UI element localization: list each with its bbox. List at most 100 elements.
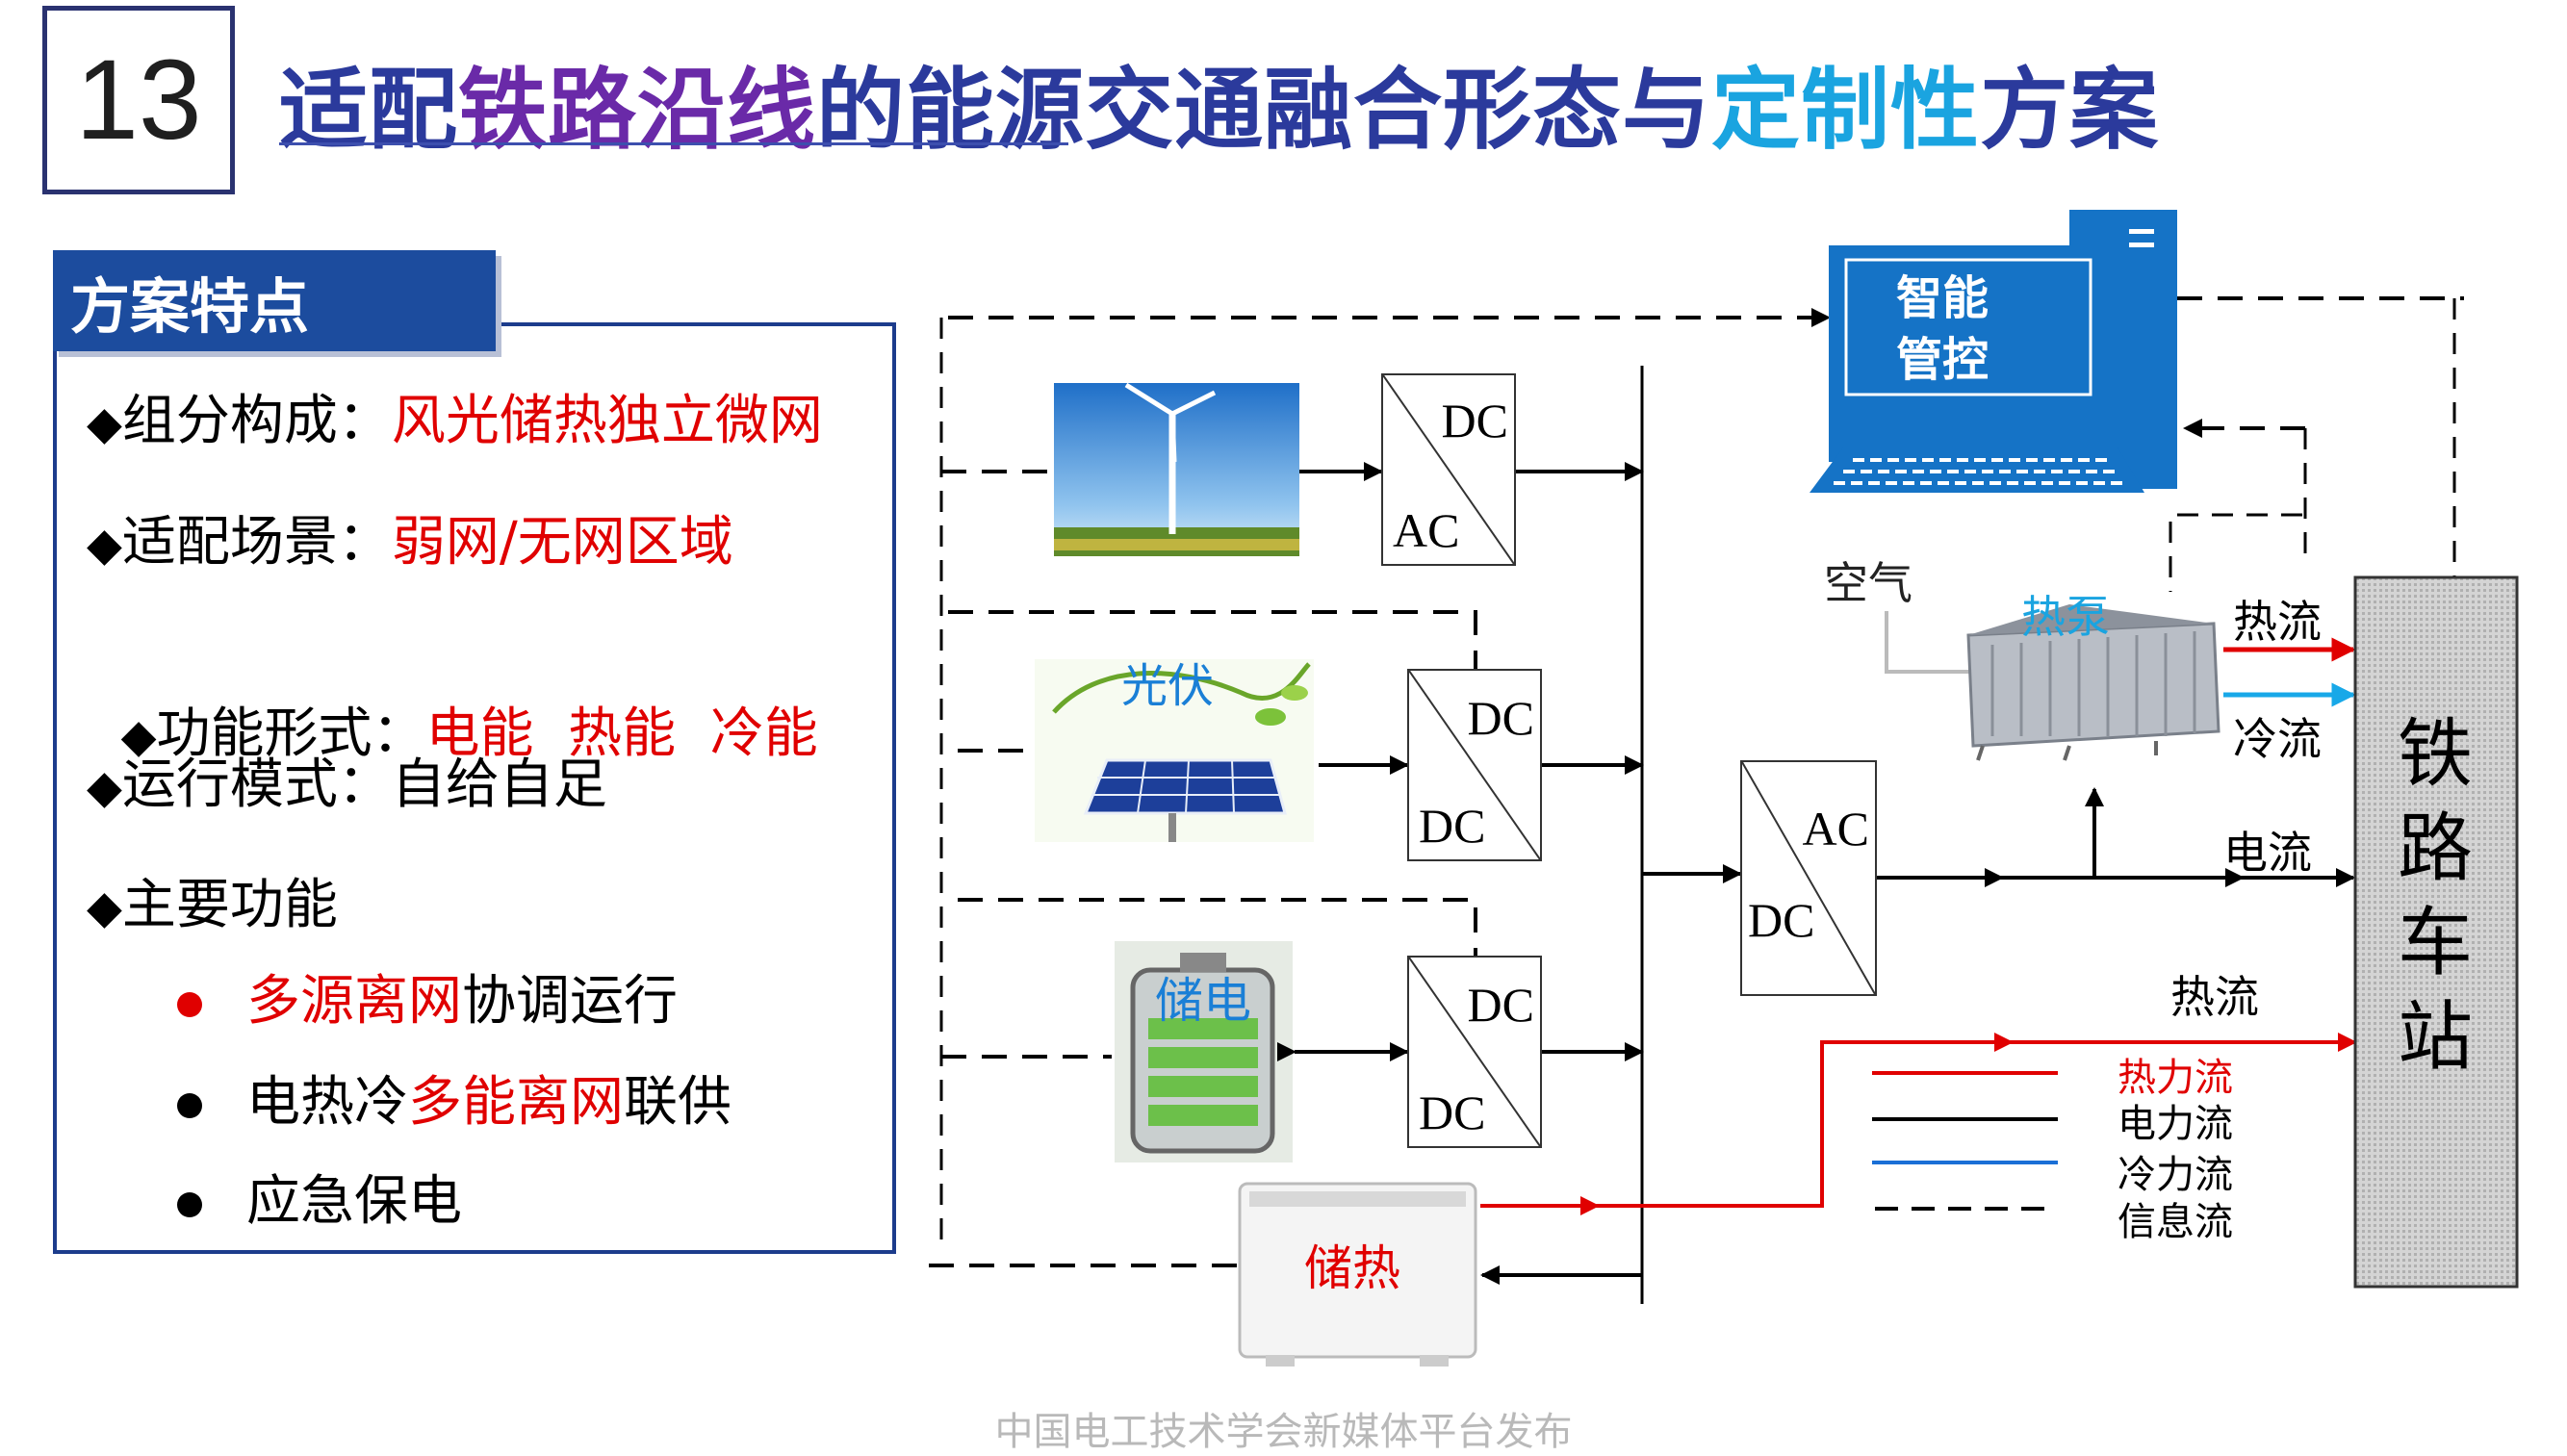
feature-value: 自给自足 [391,754,607,816]
battery-cell [1148,1105,1258,1126]
station-char: 车 [2397,900,2473,986]
battery-cell [1148,1076,1258,1097]
feature-label: 主要功能 [121,874,338,936]
feature-label: 功能形式： [156,702,426,765]
converter-bottom-label: DC [1748,893,1815,947]
feature-item: ◆主要功能 [87,861,338,939]
bullet-diamond: ◆ [87,396,122,450]
cold-flow-label: 冷流 [2233,713,2322,765]
converter-dc-ac: DC AC [1381,373,1516,566]
bullet-dot-icon [177,991,202,1017]
legend-heat-label: 热力流 [2118,1056,2233,1100]
bullet-diamond: ◆ [120,709,157,763]
pv-leaf [1281,685,1308,701]
bullet-dot-icon [177,1191,202,1217]
thermal-heat-line [1598,1033,2357,1208]
battery-label: 储电 [1155,973,1251,1029]
pv-grid [1091,759,1280,814]
slide-number-box: 13 [42,6,235,194]
wind-flowers [1054,539,1299,550]
sub-feature-item: 多源离网协调运行 [177,958,678,1035]
slide-number: 13 [75,37,202,164]
title-underline [279,142,1068,145]
feature-value: 弱网/无网区域 [391,511,733,574]
feature-label: 组分构成： [121,390,392,452]
converter-dc-dc-battery: DC DC [1407,956,1542,1148]
heat-flow-label-lower: 热流 [2170,971,2259,1023]
station-char: 铁 [2397,711,2473,798]
feature-label: 运行模式： [121,754,392,816]
info-pv [948,610,1477,669]
converter-top-label: AC [1802,802,1869,856]
heat-pump-top [1968,604,2214,635]
sub-feature-text: 多能离网 [408,1071,624,1134]
bullet-diamond: ◆ [87,518,122,572]
battery-cell [1148,1047,1258,1068]
feature-value: 风光储热独立微网 [391,390,823,452]
converter-diagonal [1383,375,1514,564]
sub-feature-text: 协调运行 [462,970,678,1033]
sub-feature-item: 应急保电 [177,1158,462,1236]
air-label: 空气 [1824,557,1912,609]
feature-item: ◆运行模式：自给自足 [87,741,607,819]
converter-top-label: DC [1441,394,1508,447]
control-screen-text: 智能 管控 [1896,268,1989,391]
feature-item: ◆组分构成：风光储热独立微网 [87,377,823,455]
info-line-heatpump-2 [2169,513,2302,592]
converter-ac-dc: AC DC [1740,760,1877,996]
battery-cap [1180,953,1226,972]
converter-top-label: DC [1467,978,1534,1032]
title-part: 方案 [1980,59,2160,162]
features-tab: 方案特点 [53,250,496,351]
feature-value: 电能 热能 冷能 [425,702,818,765]
railway-station-label: 铁 路 车 站 [2397,707,2474,1085]
station-char: 站 [2397,994,2473,1081]
converter-bottom-label: DC [1419,799,1486,853]
legend-electric-label: 电力流 [2118,1102,2233,1146]
computer-case-slot [2129,229,2154,234]
title-part: 定制性 [1711,59,1981,162]
feature-item: ◆适配场景：弱网/无网区域 [87,498,733,576]
sub-feature-text: 联供 [624,1071,732,1134]
bullet-diamond: ◆ [87,881,122,934]
thermal-storage-vent [1249,1191,1466,1207]
railway-station-box [2353,575,2519,1289]
pv-vine [1052,662,1311,714]
pv-label: 光伏 [1121,659,1215,713]
pv-leaf [1255,708,1286,726]
converter-bottom-label: DC [1419,1086,1486,1139]
sub-feature-text: 应急保电 [246,1170,462,1233]
features-tab-label: 方案特点 [70,270,310,342]
info-battery [958,898,1477,956]
converter-bottom-label: AC [1393,503,1460,557]
footer-watermark: 中国电工技术学会新媒体平台发布 [994,1410,1573,1454]
control-line: 管控 [1896,333,1989,387]
thermal-storage-foot [1420,1355,1449,1367]
computer-keys [1834,458,2127,485]
thermal-storage-unit [1238,1182,1477,1359]
legend-info-label: 信息流 [2118,1200,2233,1244]
sub-feature-item: 电热冷多能离网联供 [177,1059,732,1137]
converter-diagonal [1409,958,1540,1146]
heat-flow-label: 热流 [2233,596,2322,648]
feature-item: ◆功能形式：电能 热能 冷能 [87,627,818,768]
bullet-dot-icon [177,1092,202,1118]
computer-screen [1844,258,2092,396]
sub-feature-text: 电热冷 [246,1071,408,1134]
heat-pump-label: 热泵 [2021,591,2110,643]
thermal-storage-foot [1266,1355,1295,1367]
electric-flow-label: 电流 [2223,827,2312,879]
wind-blades [1124,382,1217,463]
converter-dc-dc-pv: DC DC [1407,669,1542,861]
battery-cell [1148,1018,1258,1039]
control-line: 智能 [1896,271,1989,325]
converter-diagonal [1742,762,1875,994]
computer-case-slot [2129,243,2154,247]
sub-feature-text: 多源离网 [246,970,462,1033]
feature-label: 适配场景： [121,511,392,574]
converter-top-label: DC [1467,691,1534,745]
station-char: 路 [2397,805,2473,892]
bullet-diamond: ◆ [87,760,122,814]
heat-pump-legs [1976,741,2158,761]
